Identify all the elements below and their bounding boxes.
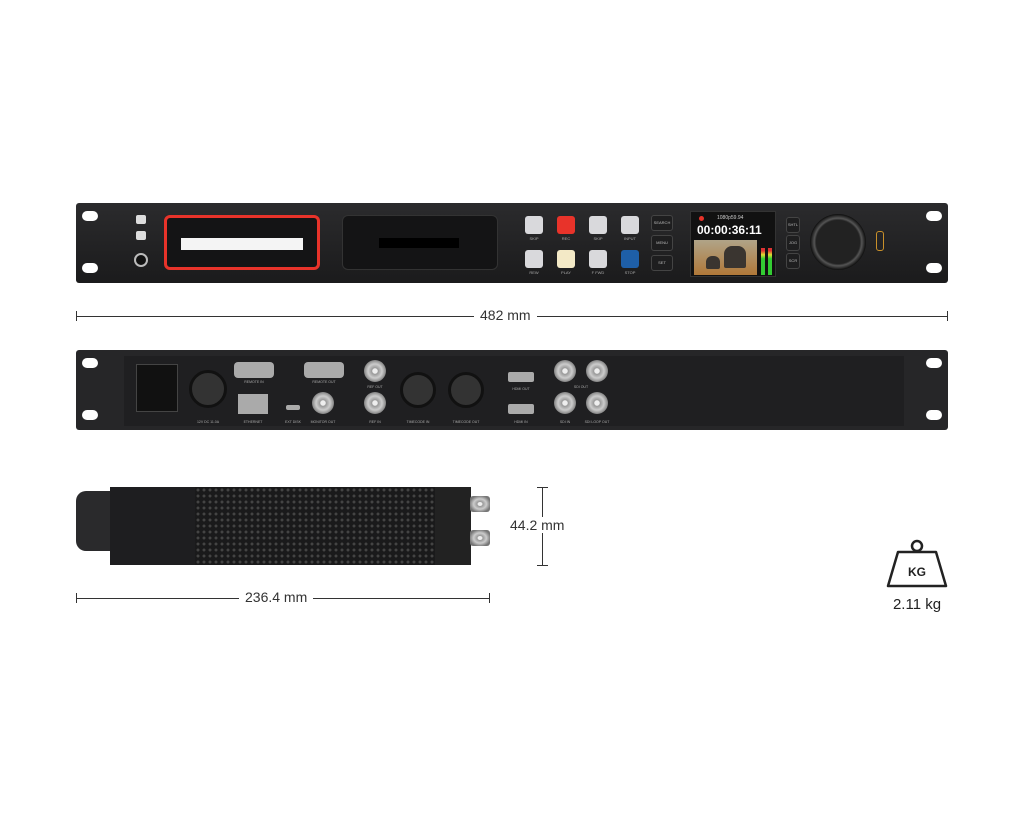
port-label: HDMI IN bbox=[514, 420, 528, 424]
menu-button[interactable]: MENU bbox=[651, 235, 673, 251]
weight-icon-label: KG bbox=[908, 565, 926, 579]
ref-out-bnc bbox=[364, 360, 386, 382]
button-label: PLAY bbox=[561, 270, 571, 275]
rec-button[interactable] bbox=[557, 216, 575, 234]
remote-out-port bbox=[304, 362, 344, 378]
hdmi-in-port bbox=[508, 404, 534, 414]
brand-logo bbox=[876, 231, 884, 251]
ssd-slot bbox=[342, 215, 498, 270]
side-bnc bbox=[470, 530, 490, 546]
port-label: REMOTE OUT bbox=[312, 380, 336, 384]
button-label: REW bbox=[529, 270, 539, 275]
side-vent-grille bbox=[195, 487, 435, 565]
sd-card-slot-highlighted bbox=[164, 215, 320, 270]
port-label: TIMECODE IN bbox=[406, 420, 430, 424]
button-label: INPUT bbox=[624, 236, 636, 241]
port-label: SDI OUT bbox=[573, 385, 589, 389]
port-label: ETHERNET bbox=[243, 420, 263, 424]
button-label: REC bbox=[561, 236, 571, 241]
ffwd-button[interactable] bbox=[589, 250, 607, 268]
headphone-jack bbox=[134, 253, 148, 267]
button-label: F FWD bbox=[591, 270, 605, 275]
jog-wheel[interactable] bbox=[810, 214, 866, 270]
remote-in-port bbox=[234, 362, 274, 378]
timecode-in-xlr bbox=[400, 372, 436, 408]
button-label: STOP bbox=[624, 270, 636, 275]
input-button[interactable] bbox=[621, 216, 639, 234]
video-thumbnail bbox=[694, 240, 757, 275]
sdi-out-a-bnc bbox=[554, 360, 576, 382]
sdi-out-b-bnc bbox=[586, 360, 608, 382]
port-label: REF OUT bbox=[367, 385, 383, 389]
xlr-power-connector bbox=[189, 370, 227, 408]
port-label: MONITOR OUT bbox=[310, 420, 336, 424]
rear-panel: 12V DC 11.0A REMOTE IN REMOTE OUT ETHERN… bbox=[76, 350, 948, 430]
ref-in-bnc bbox=[364, 392, 386, 414]
monitor-out-bnc bbox=[312, 392, 334, 414]
jog-button[interactable]: JOG bbox=[786, 235, 800, 251]
timecode-out-xlr bbox=[448, 372, 484, 408]
scr-button[interactable]: SCR bbox=[786, 253, 800, 269]
power-inlet bbox=[136, 364, 178, 412]
skip-back-button[interactable] bbox=[525, 216, 543, 234]
ext-disk-port bbox=[286, 405, 300, 410]
button-label: SKIP bbox=[593, 236, 603, 241]
port-label: REMOTE IN bbox=[244, 380, 264, 384]
ethernet-port bbox=[238, 394, 268, 414]
lcd-screen: 1080p59.94 00:00:36:11 bbox=[690, 211, 776, 277]
port-label: SDI LOOP OUT bbox=[584, 420, 610, 424]
port-label: REF IN bbox=[369, 420, 381, 424]
skip-forward-button[interactable] bbox=[589, 216, 607, 234]
side-front-knob bbox=[76, 491, 116, 551]
side-front-plate bbox=[110, 487, 195, 565]
timecode: 00:00:36:11 bbox=[697, 223, 762, 237]
port-label: SDI IN bbox=[559, 420, 571, 424]
play-button[interactable] bbox=[557, 250, 575, 268]
sdi-loop-out-bnc bbox=[586, 392, 608, 414]
width-label: 482 mm bbox=[474, 307, 537, 323]
sdi-in-bnc bbox=[554, 392, 576, 414]
weight-value: 2.11 kg bbox=[892, 596, 942, 613]
set-button[interactable]: SET bbox=[651, 255, 673, 271]
video-format: 1080p59.94 bbox=[717, 215, 744, 221]
port-label: 12V DC 11.0A bbox=[196, 420, 220, 424]
hdmi-out-port bbox=[508, 372, 534, 382]
audio-meter bbox=[768, 248, 772, 275]
search-button[interactable]: SEARCH bbox=[651, 215, 673, 231]
port-label: EXT DISK bbox=[285, 420, 301, 424]
stop-button[interactable] bbox=[621, 250, 639, 268]
eject-button[interactable] bbox=[136, 215, 146, 224]
shtl-button[interactable]: SHTL bbox=[786, 217, 800, 233]
weight-icon bbox=[886, 539, 948, 588]
depth-label: 236.4 mm bbox=[239, 589, 314, 605]
button-label: SKIP bbox=[529, 236, 539, 241]
port-label: TIMECODE OUT bbox=[452, 420, 480, 424]
port-label: HDMI OUT bbox=[512, 387, 530, 391]
side-bnc bbox=[470, 496, 490, 512]
height-label: 44.2 mm bbox=[504, 517, 571, 533]
rew-button[interactable] bbox=[525, 250, 543, 268]
rem-button[interactable] bbox=[136, 231, 146, 240]
side-rear-plate bbox=[435, 487, 471, 565]
audio-meter bbox=[761, 248, 765, 275]
front-panel: SKIP REC SKIP INPUT REW PLAY F FWD STOP … bbox=[76, 203, 948, 283]
